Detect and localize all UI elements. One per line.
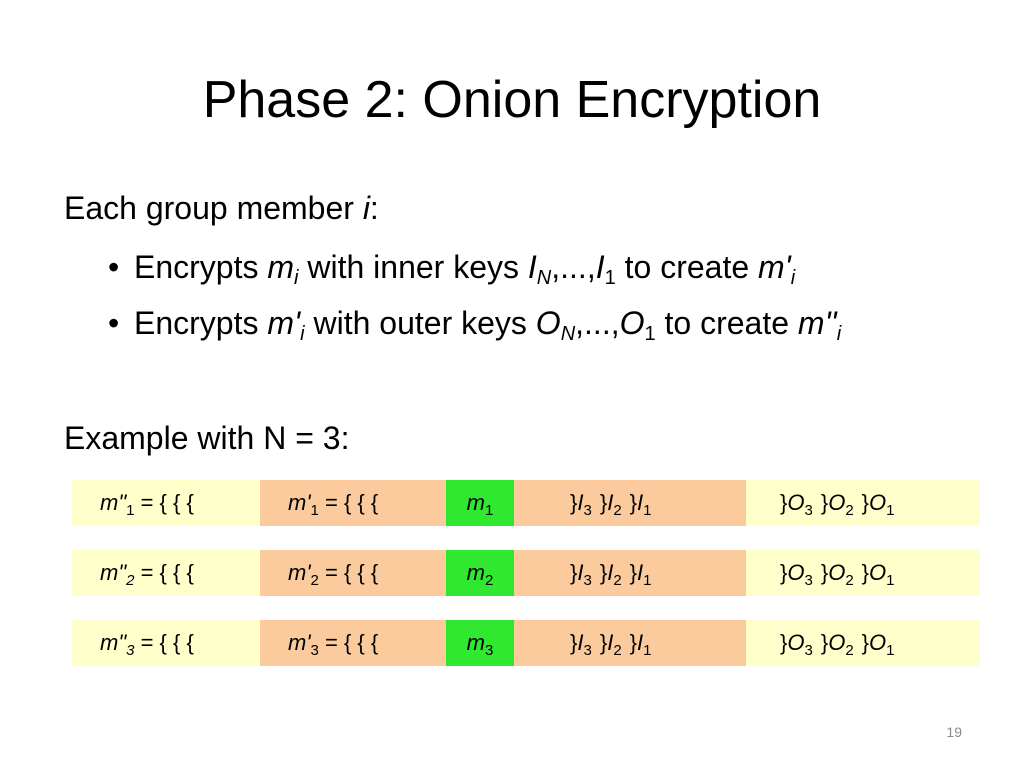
intro-text: Each group member i:	[64, 188, 379, 228]
bullet-dot-icon: •	[108, 305, 120, 341]
outer-var: m"	[100, 490, 127, 515]
inner-close: }I3}I2}I1	[514, 620, 746, 666]
message-sub: 1	[484, 502, 494, 519]
inner-close: }I3}I2}I1	[514, 480, 746, 526]
inner-sub: 1	[310, 502, 319, 519]
outer-close: }O3}O2}O1	[746, 620, 980, 666]
bullet-sub: i	[300, 323, 305, 345]
bullet-sub: i	[836, 323, 842, 345]
slide-title: Phase 2: Onion Encryption	[202, 71, 822, 129]
page-number: 19	[946, 724, 962, 740]
outer-open: m"3 = { { {	[72, 620, 260, 666]
bullet-sub: 1	[644, 323, 656, 345]
outer-sub: 1	[126, 502, 135, 519]
inner-var: m'	[288, 630, 311, 655]
intro-suffix: :	[369, 190, 379, 226]
outer-open: m"1 = { { {	[72, 480, 260, 526]
inner-open: m'3 = { { {	[260, 620, 446, 666]
bullet-dot-icon: •	[108, 249, 120, 285]
outer-var: m"	[100, 560, 127, 585]
bullet-text: to create	[615, 249, 759, 285]
intro-lead: Each group member	[64, 190, 363, 226]
outer-eq: = { { {	[134, 630, 194, 655]
bullet-var: I	[595, 249, 605, 285]
outer-close: }O3}O2}O1	[746, 550, 980, 596]
outer-open: m"2 = { { {	[72, 550, 260, 596]
outer-eq: = { { {	[134, 490, 194, 515]
bullet-text: with outer keys	[304, 305, 536, 341]
bullet-sub: 1	[604, 267, 616, 289]
bullet-text: with inner keys	[298, 249, 528, 285]
example-label: Example with N = 3:	[64, 420, 350, 456]
bullet-text: Encrypts	[134, 305, 268, 341]
bullet-var: O	[535, 305, 561, 341]
bullet-var: m'	[758, 249, 791, 285]
inner-sub: 2	[310, 572, 319, 589]
bullet-var: m	[267, 249, 295, 285]
bullet-sub: N	[560, 323, 576, 345]
message-cell: m3	[446, 620, 514, 666]
inner-open: m'2 = { { {	[260, 550, 446, 596]
bullet-text: ,...,	[551, 249, 596, 285]
inner-sub: 3	[310, 642, 319, 659]
onion-row-2: m"2 = { { { m'2 = { { { m2 }I3}I2}I1 }O3…	[72, 550, 980, 596]
onion-row-3: m"3 = { { { m'3 = { { { m3 }I3}I2}I1 }O3…	[72, 620, 980, 666]
intro-var: i	[362, 190, 370, 226]
outer-close: }O3}O2}O1	[746, 480, 980, 526]
inner-open: m'1 = { { {	[260, 480, 446, 526]
bullet-var: I	[527, 249, 537, 285]
bullet-text: ,...,	[575, 305, 620, 341]
bullet-list: •Encrypts mi with inner keys IN,...,I1 t…	[108, 244, 841, 356]
message-var: m	[466, 560, 485, 585]
message-cell: m2	[446, 550, 514, 596]
bullet-sub: N	[536, 267, 552, 289]
inner-eq: = { { {	[318, 560, 379, 585]
inner-var: m'	[288, 560, 311, 585]
onion-row-1: m"1 = { { { m'1 = { { { m1 }I3}I2}I1 }O3…	[72, 480, 980, 526]
bullet-item: •Encrypts m'i with outer keys ON,...,O1 …	[108, 300, 841, 356]
message-var: m	[466, 490, 485, 515]
outer-var: m"	[100, 630, 127, 655]
message-sub: 2	[484, 572, 494, 589]
inner-close: }I3}I2}I1	[514, 550, 746, 596]
message-cell: m1	[446, 480, 514, 526]
bullet-text: to create	[655, 305, 798, 341]
outer-sub: 2	[126, 572, 135, 589]
bullet-sub: i	[294, 267, 299, 289]
message-sub: 3	[484, 642, 494, 659]
outer-sub: 3	[126, 642, 135, 659]
bullet-text: Encrypts	[134, 249, 268, 285]
bullet-item: •Encrypts mi with inner keys IN,...,I1 t…	[108, 244, 841, 300]
inner-var: m'	[288, 490, 311, 515]
inner-eq: = { { {	[318, 490, 379, 515]
bullet-sub: i	[790, 267, 796, 289]
message-var: m	[466, 630, 485, 655]
bullet-var: m''	[797, 305, 837, 341]
bullet-var: O	[619, 305, 645, 341]
outer-eq: = { { {	[134, 560, 194, 585]
inner-eq: = { { {	[318, 630, 379, 655]
bullet-var: m'	[267, 305, 301, 341]
